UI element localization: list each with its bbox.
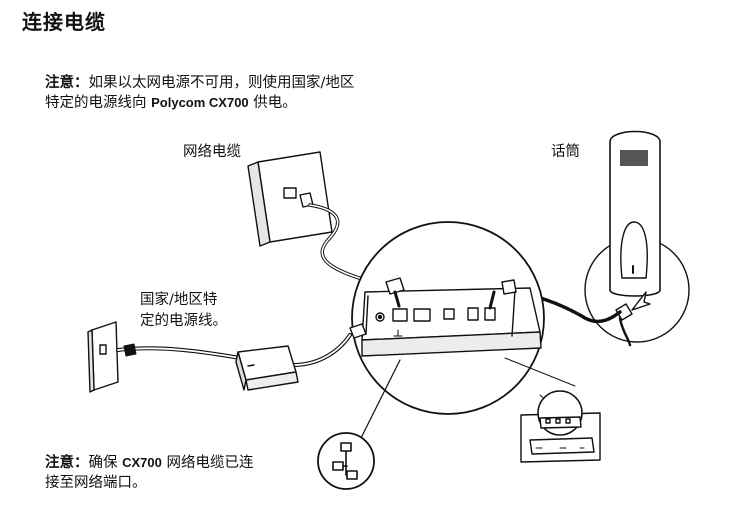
power-cord-label-line2: 定的电源线。: [140, 313, 227, 329]
note2-text-line1: 网络电缆已连: [161, 455, 254, 471]
power-cord-label: 国家/地区特 定的电源线。: [140, 290, 227, 332]
network-wall-jack: [247, 151, 333, 247]
note2-text-pre: 确保: [88, 455, 123, 471]
note-text-line2-end: 供电。: [248, 95, 297, 111]
note-text-line2: 特定的电源线向: [45, 95, 152, 111]
handset-label: 话筒: [551, 144, 580, 160]
phone-base-overview: [504, 357, 601, 463]
product-model-2: CX700: [122, 455, 162, 470]
port-detail-magnifier: [349, 221, 545, 415]
power-adapter: [235, 345, 299, 391]
note-prefix: 注意：: [45, 75, 89, 91]
note-text-line1: 如果以太网电源不可用，则使用国家/地区: [88, 75, 355, 91]
note2-prefix: 注意：: [45, 455, 89, 471]
note-network-port: 注意：确保 CX700 网络电缆已连 接至网络端口。: [45, 453, 305, 493]
note-poe: 注意：如果以太网电源不可用，则使用国家/地区 特定的电源线向 Polycom C…: [45, 73, 465, 113]
note2-text-line2: 接至网络端口。: [45, 475, 147, 491]
page-title: 连接电缆: [22, 10, 106, 34]
network-cable-label: 网络电缆: [183, 144, 241, 160]
network-port-icon: [317, 359, 401, 490]
product-model: Polycom CX700: [151, 95, 249, 110]
power-cord-label-line1: 国家/地区特: [140, 292, 218, 308]
power-outlet: [87, 321, 119, 393]
handset-illustration: [584, 130, 690, 343]
